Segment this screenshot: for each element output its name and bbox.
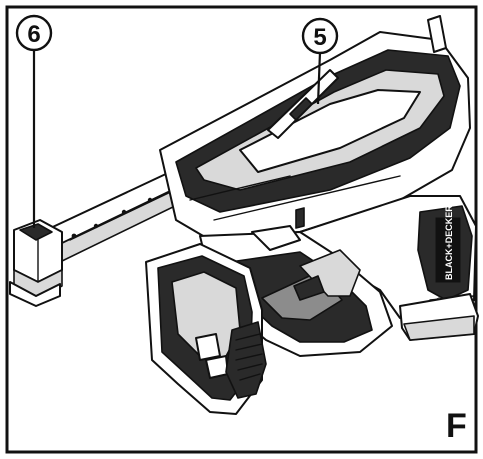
callout-6-label: 6 <box>27 21 40 48</box>
callout-5: 5 <box>301 17 339 105</box>
handle <box>199 225 393 357</box>
motor-housing: BLACK+DECKER ◁ <box>299 195 479 341</box>
battery-port <box>145 243 267 415</box>
callout-5-badge <box>301 17 339 55</box>
callout-5-label: 5 <box>313 24 326 51</box>
brand-badge <box>435 217 461 283</box>
panel-letter: F <box>446 407 467 445</box>
brand-text: BLACK+DECKER <box>444 205 454 280</box>
depth-stop-foot <box>9 219 63 307</box>
dust-container <box>159 15 471 241</box>
callout-6-badge <box>15 14 53 52</box>
callout-6: 6 <box>15 14 53 228</box>
